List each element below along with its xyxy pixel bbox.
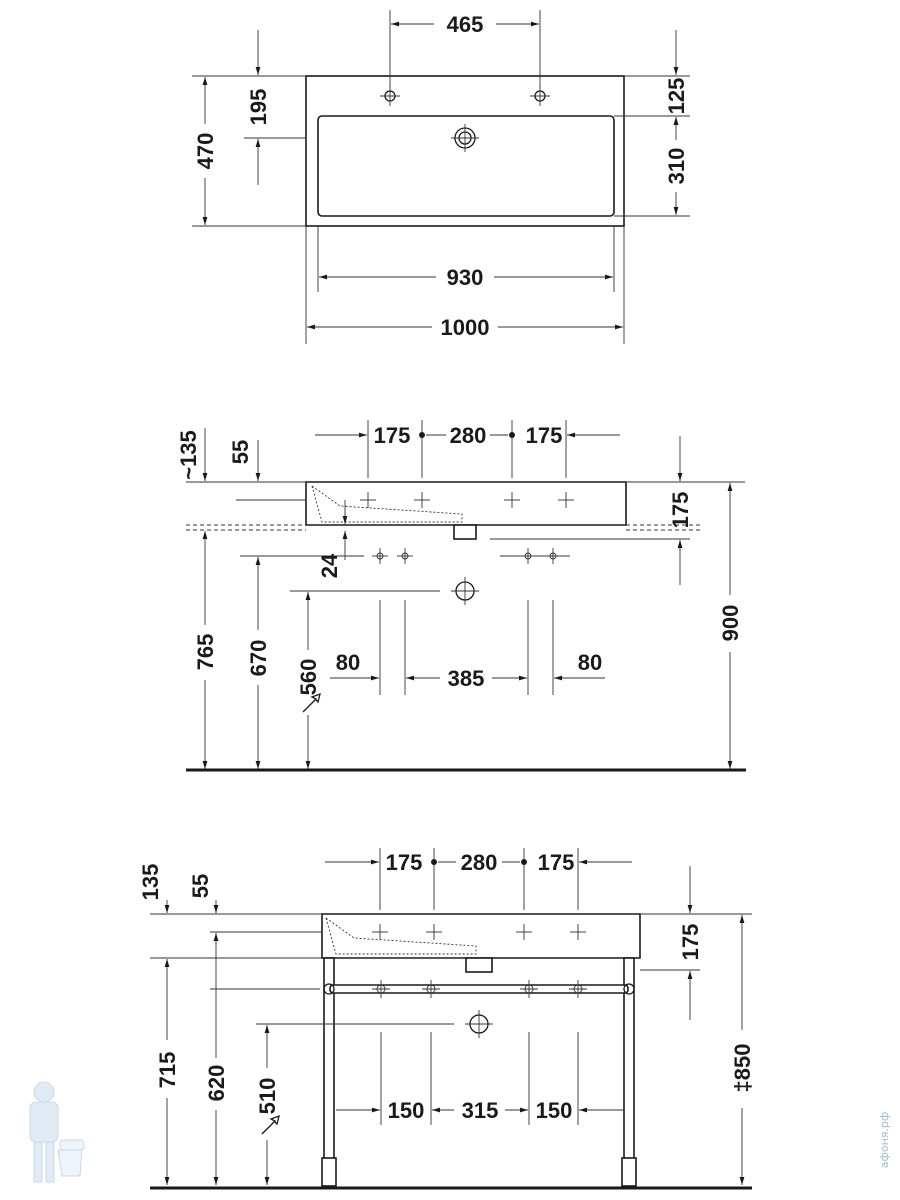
dim-bowl-depth: 310 [664,148,689,185]
dim-height-765: 765 [193,634,218,671]
dim-offset-left-80: 80 [336,650,360,675]
dim-hole-outer-right: 175 [526,423,563,448]
drain-icon [451,124,479,152]
wall-view: 175 280 175 ~135 55 175 24 765 670 560 9… [176,420,746,772]
arrow-510-icon [261,1114,280,1135]
dim-console-rim-55: 55 [188,874,213,898]
dim-tap-spacing: 465 [447,12,484,37]
dim-console-offset-left-150: 150 [388,1098,425,1123]
dim-console-hole-outer-left: 175 [386,850,423,875]
bowl-outline [317,115,615,217]
basin-front [305,481,627,526]
console-frame [321,957,637,1187]
waste-outlet-console-icon [465,1010,493,1038]
dim-console-hole-outer-right: 175 [538,850,575,875]
dim-front-to-overflow: 195 [246,89,271,126]
dim-console-offset-right-150: 150 [536,1098,573,1123]
dim-approx-135: ~135 [176,430,201,480]
dim-rim-55: 55 [228,440,253,464]
dim-console-basin-height: 175 [678,924,703,961]
tap-hole-right [530,86,550,106]
dim-height-670: 670 [246,640,271,677]
dim-height-900: 900 [718,605,743,642]
dim-console-height-850: ‡850 [730,1044,755,1093]
top-view: 465 470 195 125 310 930 1000 [192,10,690,344]
dim-offset-right-80: 80 [578,650,602,675]
dim-drop-24: 24 [317,553,342,578]
dim-console-center-315: 315 [462,1098,499,1123]
dim-console-height-510: 510 [255,1078,280,1115]
dim-back-to-bowl: 125 [664,78,689,115]
dim-depth-total: 470 [193,133,218,170]
console-view: 175 280 175 135 55 175 715 620 510 ‡850 [138,848,755,1190]
dim-total-width: 1000 [441,315,490,340]
arrow-560-icon [302,692,321,713]
dim-bowl-width: 930 [447,265,484,290]
dim-console-height-620: 620 [204,1065,229,1102]
dim-hole-outer-left: 175 [374,423,411,448]
dim-console-hole-middle: 280 [461,850,498,875]
dim-console-135: 135 [138,864,163,901]
watermark-text: афоня.рф [878,1112,891,1169]
dim-basin-height: 175 [668,492,693,529]
basin-front-console [321,913,641,959]
dim-console-height-715: 715 [155,1052,180,1089]
plumber-mascot-icon [29,1081,85,1183]
waste-outlet-icon [451,577,479,605]
tap-hole-left [380,86,400,106]
dim-center-385: 385 [448,666,485,691]
dim-hole-middle: 280 [450,423,487,448]
dim-height-560: 560 [296,659,321,696]
